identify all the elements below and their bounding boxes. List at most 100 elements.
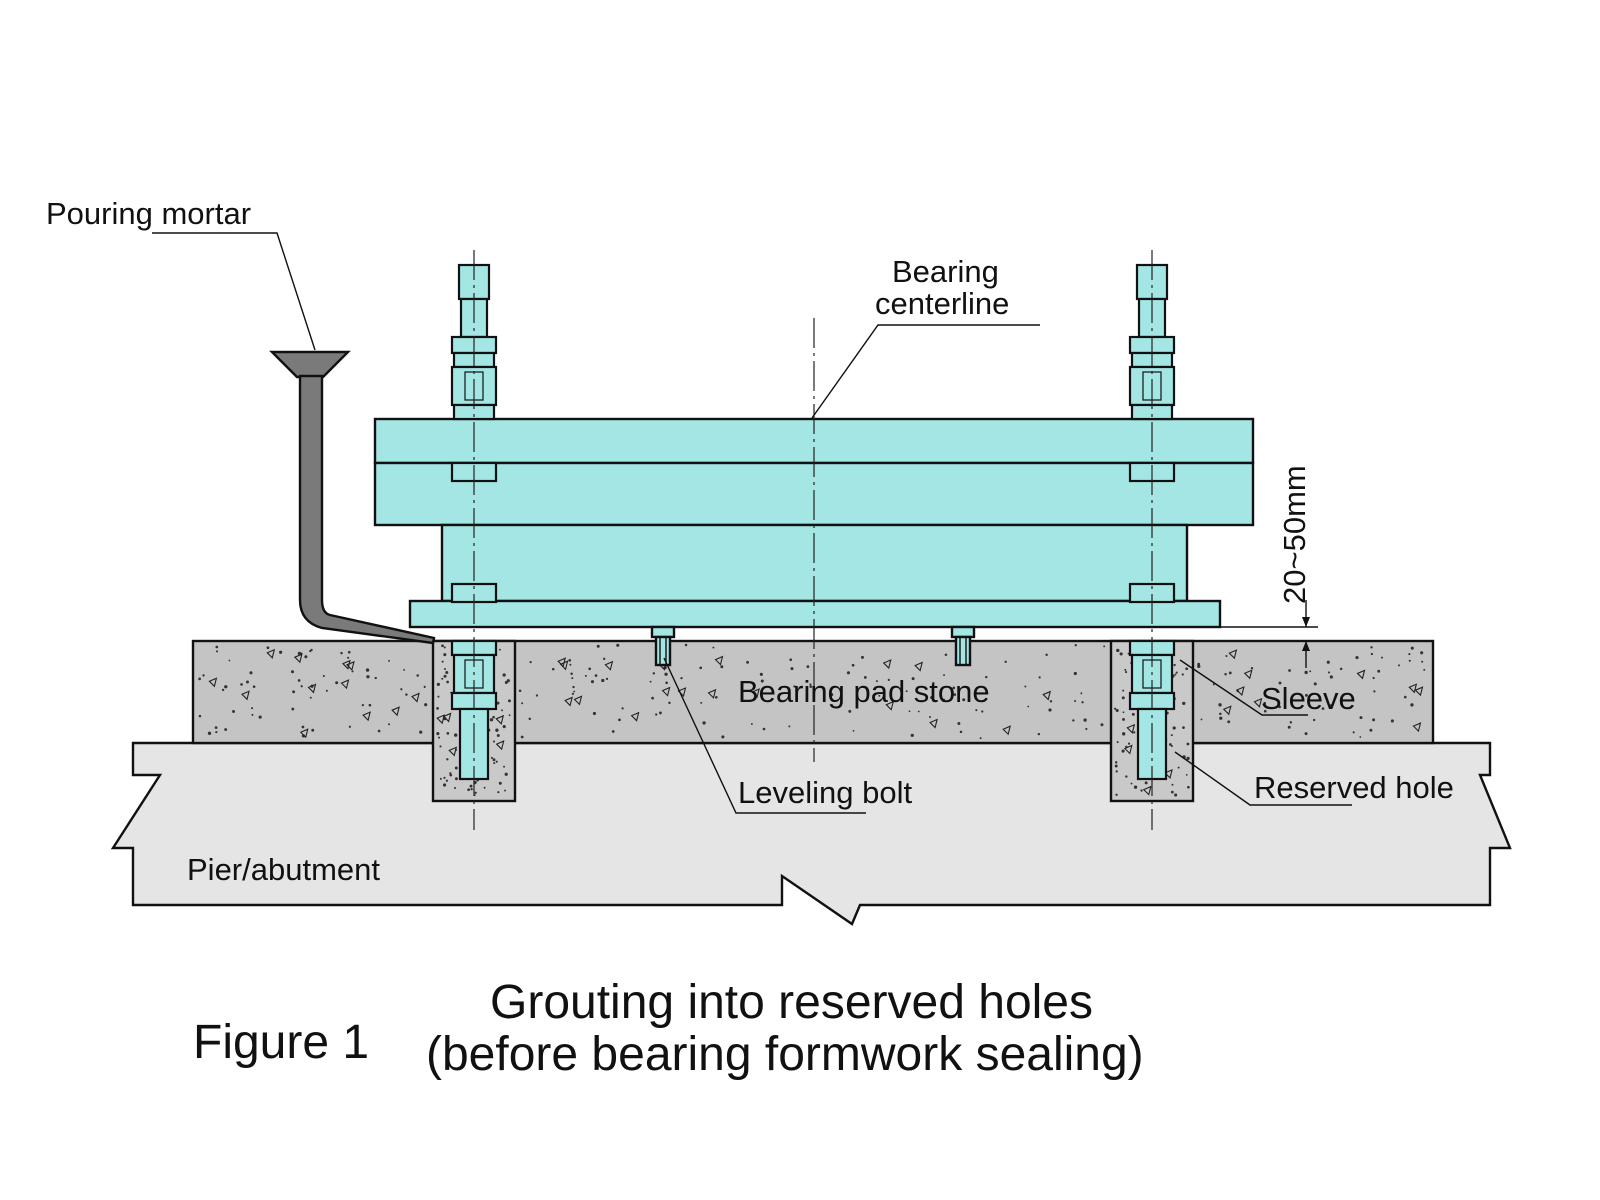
aggregate-dot	[1115, 793, 1118, 796]
aggregate-dot	[887, 678, 890, 681]
aggregate-dot	[291, 707, 295, 711]
aggregate-dot	[1182, 726, 1185, 729]
aggregate-dot	[1133, 731, 1136, 734]
aggregate-stone	[1253, 697, 1263, 708]
aggregate-dot	[388, 659, 390, 662]
aggregate-stone	[882, 659, 892, 670]
bearing-pad-stone-label: Bearing pad stone	[738, 674, 990, 709]
aggregate-dot	[1398, 664, 1401, 667]
aggregate-dot	[985, 675, 988, 679]
aggregate-dot	[605, 677, 609, 680]
aggregate-dot	[495, 760, 498, 763]
aggregate-stone	[266, 648, 276, 659]
aggregate-dot	[215, 730, 218, 734]
aggregate-dot	[453, 787, 457, 790]
aggregate-dot	[1403, 695, 1407, 699]
aggregate-dot	[1024, 685, 1027, 688]
aggregate-dot	[1359, 736, 1362, 738]
aggregate-stone	[1408, 683, 1418, 694]
aggregate-dot	[1373, 690, 1376, 693]
aggregate-stone	[1142, 785, 1152, 796]
aggregate-stone	[208, 677, 218, 688]
aggregate-dot	[441, 644, 444, 648]
aggregate-dot	[602, 657, 606, 660]
aggregate-dot	[1175, 671, 1178, 674]
aggregate-dot	[442, 783, 447, 787]
aggregate-dot	[957, 722, 961, 726]
aggregate-dot	[1127, 742, 1131, 745]
aggregate-dot	[246, 680, 249, 684]
aggregate-dot	[1122, 689, 1125, 692]
aggregate-dot	[1224, 672, 1227, 676]
aggregate-dot	[1122, 711, 1125, 714]
aggregate-dot	[498, 648, 501, 651]
aggregate-dot	[502, 673, 506, 677]
aggregate-dot	[788, 725, 791, 728]
aggregate-dot	[443, 653, 447, 657]
aggregate-dot	[1326, 660, 1330, 664]
dimension-marker	[1220, 600, 1318, 668]
aggregate-dot	[1114, 761, 1118, 764]
aggregate-dot	[905, 690, 908, 693]
aggregate-stone	[1002, 725, 1011, 736]
aggregate-stone	[661, 686, 671, 697]
aggregate-stone	[1356, 669, 1366, 680]
aggregate-stone	[573, 695, 583, 706]
aggregate-dot	[443, 668, 446, 671]
aggregate-dot	[1408, 659, 1411, 662]
concrete-aggregate-texture	[198, 643, 1426, 797]
aggregate-dot	[1309, 670, 1312, 673]
aggregate-dot	[249, 671, 253, 675]
aggregate-dot	[1410, 703, 1414, 707]
aggregate-dot	[1313, 682, 1317, 686]
aggregate-dot	[492, 758, 496, 762]
aggregate-dot	[251, 707, 254, 710]
aggregate-dot	[1083, 718, 1087, 722]
aggregate-dot	[368, 703, 372, 707]
aggregate-dot	[198, 677, 201, 681]
aggregate-dot	[1116, 648, 1120, 653]
aggregate-dot	[1287, 725, 1291, 729]
aggregate-dot	[443, 674, 447, 678]
aggregate-dot	[759, 672, 763, 676]
aggregate-dot	[1352, 731, 1355, 734]
aggregate-dot	[374, 676, 377, 680]
aggregate-dot	[941, 698, 946, 702]
aggregate-stone	[299, 728, 309, 739]
aggregate-stone	[714, 655, 724, 666]
aggregate-stone	[362, 711, 371, 722]
aggregate-dot	[570, 672, 573, 675]
aggregate-dot	[453, 733, 458, 737]
aggregate-dot	[292, 690, 296, 694]
aggregate-dot	[266, 646, 270, 650]
aggregate-dot	[789, 658, 792, 662]
aggregate-dot	[1081, 701, 1084, 704]
aggregate-dot	[445, 779, 448, 782]
aggregate-dot	[1073, 671, 1077, 676]
aggregate-dot	[959, 730, 963, 734]
aggregate-dot	[309, 649, 312, 653]
aggregate-dot	[659, 711, 662, 715]
aggregate-stone	[751, 688, 760, 699]
pier-abutment-label: Pier/abutment	[187, 852, 380, 887]
aggregate-dot	[573, 690, 576, 693]
aggregate-dot	[1130, 782, 1133, 785]
aggregate-dot	[1173, 663, 1176, 667]
aggregate-stone	[1414, 686, 1424, 697]
aggregate-dot	[962, 698, 966, 702]
aggregate-dot	[655, 713, 658, 716]
aggregate-dot	[1225, 655, 1228, 658]
leveling-bolt-label: Leveling bolt	[738, 775, 912, 810]
aggregate-dot	[702, 721, 706, 725]
aggregate-dot	[875, 680, 878, 683]
pouring-mortar-label: Pouring mortar	[46, 196, 251, 231]
aggregate-dot	[521, 702, 524, 705]
aggregate-dot	[1355, 655, 1359, 660]
aggregate-dot	[1174, 793, 1178, 797]
aggregate-dot	[1329, 704, 1333, 707]
aggregate-dot	[251, 713, 254, 716]
aggregate-dot	[790, 667, 794, 671]
aggregate-dot	[366, 675, 370, 679]
aggregate-dot	[1177, 766, 1180, 769]
